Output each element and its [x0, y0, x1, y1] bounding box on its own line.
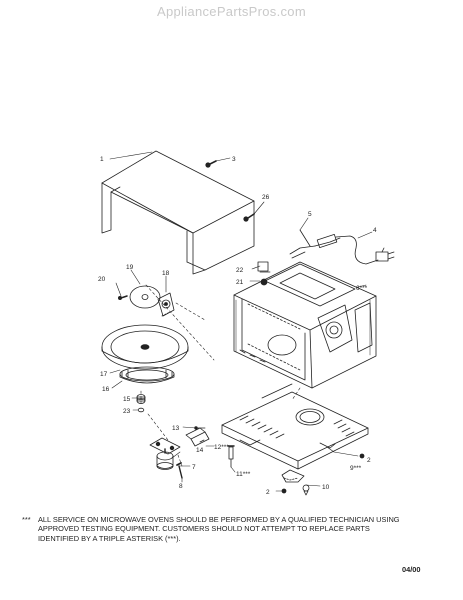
coupler-spacer [137, 407, 145, 413]
callout-16: 16 [102, 386, 110, 393]
callout-17: 17 [100, 371, 108, 378]
callout-14: 14 [196, 447, 204, 454]
callout-8: 8 [179, 483, 183, 490]
callout-1: 1 [100, 156, 104, 163]
fan-motor [157, 292, 175, 317]
callout-12: 12*** [214, 444, 229, 451]
callout-10: 10 [322, 484, 330, 491]
oven-cavity [233, 261, 377, 389]
turntable-motor [156, 448, 174, 470]
callout-18: 18 [162, 270, 170, 277]
callout-20: 20 [98, 276, 106, 283]
service-note-text: ALL SERVICE ON MICROWAVE OVENS SHOULD BE… [38, 515, 400, 543]
screw-2-bottom [281, 488, 287, 494]
power-cord [289, 229, 395, 265]
callout-7: 7 [192, 464, 196, 471]
callout-9: 9*** [350, 465, 362, 472]
callout-21: 21 [236, 279, 244, 286]
outer-cabinet [101, 150, 255, 275]
callout-2-bottom: 2 [266, 489, 270, 496]
roller-ring [119, 366, 175, 384]
screw-2-right [359, 453, 365, 459]
turntable-tray [101, 324, 189, 370]
callout-4: 4 [373, 227, 377, 234]
callout-15: 15 [123, 396, 131, 403]
callout-2-right: 2 [367, 457, 371, 464]
screw-3 [205, 160, 217, 168]
revision-date: 04/00 [402, 565, 421, 574]
fuse-holder [227, 445, 235, 468]
callout-26: 26 [262, 194, 270, 201]
screw-8 [176, 462, 183, 479]
callout-11: 11*** [236, 471, 251, 478]
callout-23: 23 [123, 408, 131, 415]
callout-19: 19 [126, 264, 134, 271]
leader-lines [109, 151, 373, 492]
callout-13: 13 [172, 425, 180, 432]
callout-5: 5 [308, 211, 312, 218]
fan-blade [129, 285, 161, 309]
screw-26 [243, 213, 255, 222]
mounting-bracket [185, 427, 210, 447]
callout-6: 6*** [356, 285, 368, 292]
base-plate [221, 383, 369, 470]
callout-22: 22 [236, 267, 244, 274]
screw-20 [118, 295, 128, 300]
callout-3: 3 [232, 156, 236, 163]
alignment-lines [140, 284, 301, 467]
watermark: AppliancePartsPros.com [157, 4, 306, 19]
triple-asterisk: *** [22, 515, 31, 524]
motor-plate [149, 437, 181, 455]
callout-labels: 1 3 26 5 4 22 21 6*** 19 20 18 17 16 15 … [98, 156, 377, 496]
